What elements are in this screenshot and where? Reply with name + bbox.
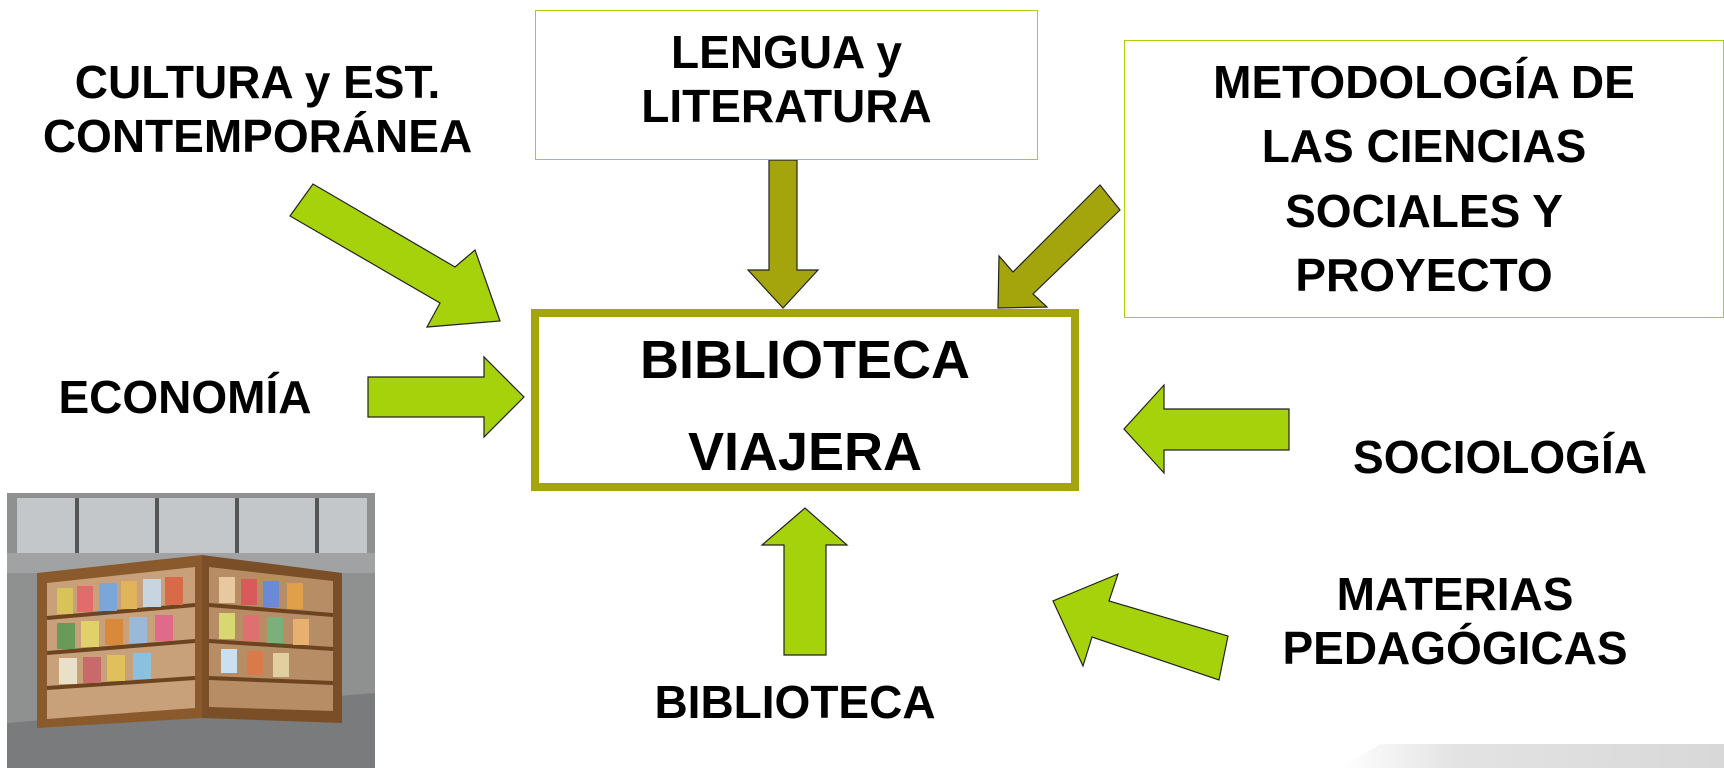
arrow-metodologia [997,184,1121,309]
center-node: BIBLIOTECA VIAJERA [531,309,1079,491]
arrow-lengua [746,159,820,309]
node-sociologia: SOCIOLOGÍA [1353,431,1647,483]
node-metodologia-line-4: PROYECTO [1295,249,1553,302]
center-line-1: BIBLIOTECA [640,330,970,390]
node-cultura-line-2: CONTEMPORÁNEA [42,110,473,163]
node-metodologia-box [1124,40,1724,318]
arrow-materias [1052,572,1229,681]
arrow-sociologia [1123,383,1290,475]
node-biblioteca: BIBLIOTECA [654,676,936,728]
node-metodologia-line-2: LAS CIENCIAS [1261,120,1587,173]
node-lengua-line-1: LENGUA y [671,26,902,78]
node-economia: ECONOMÍA [58,371,312,423]
node-materias-line-2: PEDAGÓGICAS [1282,622,1628,675]
node-metodologia-line-3: SOCIALES Y [1285,184,1563,237]
node-cultura-line-1: CULTURA y EST. [74,56,441,108]
node-lengua-box [535,10,1038,160]
bookshelf-photo [7,493,375,768]
node-metodologia: METODOLOGÍA DE LAS CIENCIAS SOCIALES Y P… [1124,50,1724,308]
node-metodologia-line-1: METODOLOGÍA DE [1213,56,1635,108]
node-materias-line-1: MATERIAS [1336,568,1574,620]
node-lengua: LENGUA y LITERATURA [535,25,1038,134]
arrow-cultura [289,183,501,328]
node-lengua-line-2: LITERATURA [641,80,932,133]
node-cultura: CULTURA y EST. CONTEMPORÁNEA [10,55,505,164]
decorative-shape [1340,744,1724,768]
center-line-2: VIAJERA [687,422,923,482]
arrow-economia [367,355,525,439]
arrow-biblioteca [760,507,849,656]
node-materias: MATERIAS PEDAGÓGICAS [1235,567,1675,676]
